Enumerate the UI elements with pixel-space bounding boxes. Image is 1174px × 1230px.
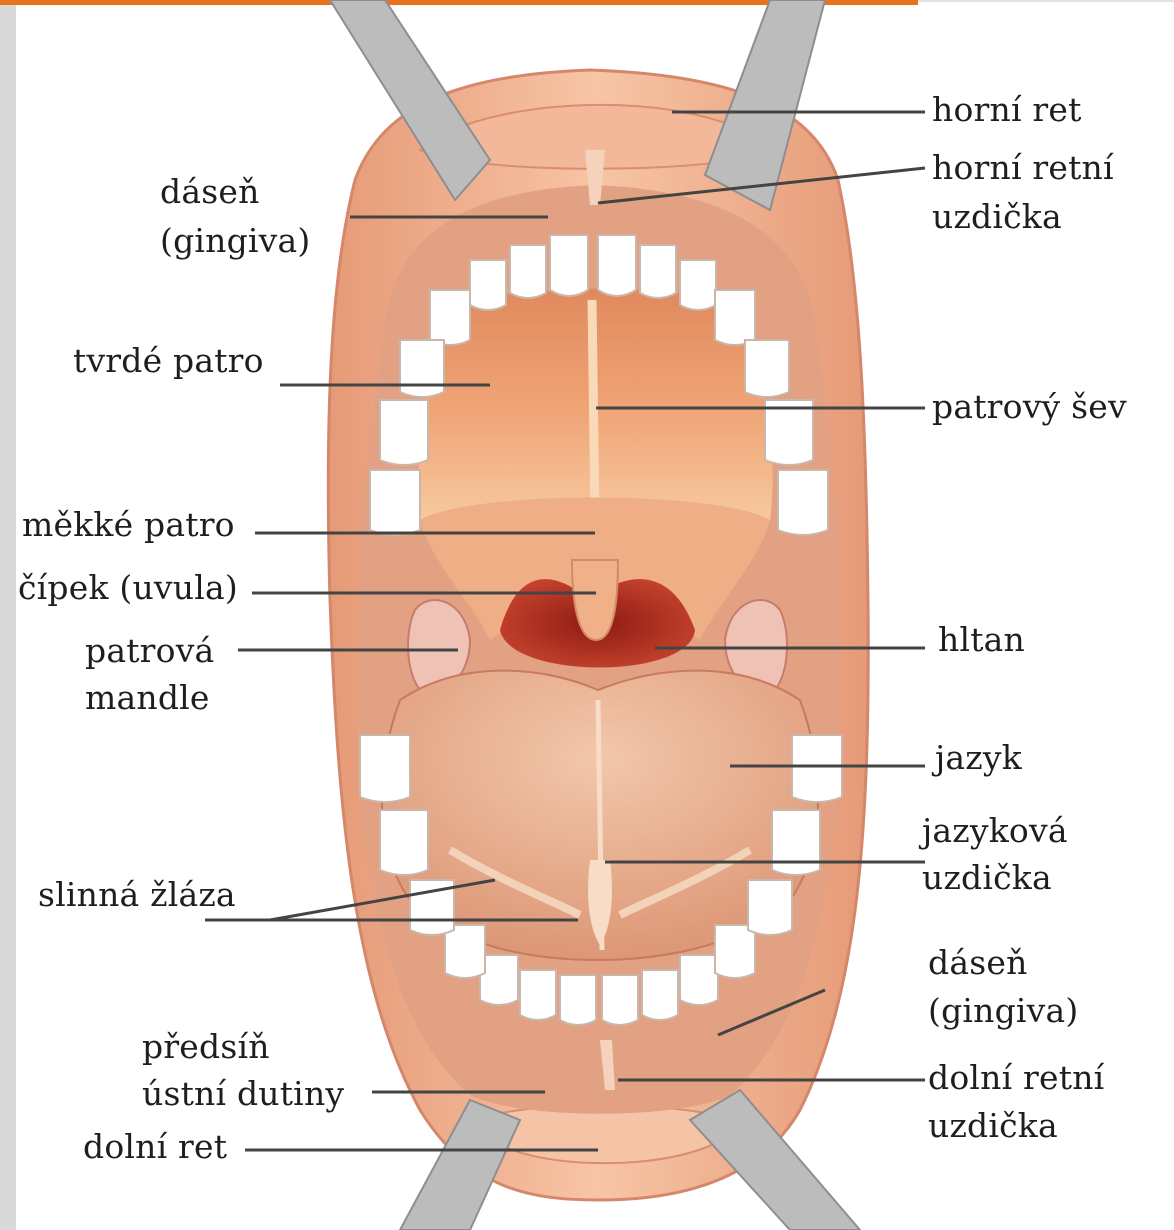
label-gum-top-line2: (gingiva) — [160, 219, 310, 263]
label-palatal-raphe: patrový šev — [932, 385, 1127, 429]
label-lower-lip: dolní ret — [83, 1125, 227, 1169]
label-tonsil-line2: mandle — [85, 676, 210, 720]
label-tonsil-line1: patrová — [85, 629, 214, 673]
label-tongue: jazyk — [935, 736, 1022, 780]
label-lower-frenulum-line2: uzdička — [928, 1104, 1058, 1148]
label-gum-bottom-line2: (gingiva) — [928, 989, 1078, 1033]
label-salivary-gland: slinná žláza — [38, 873, 236, 917]
label-pharynx: hltan — [938, 618, 1025, 662]
label-hard-palate: tvrdé patro — [73, 339, 264, 383]
label-upper-frenulum-line1: horní retní — [932, 146, 1114, 190]
label-upper-frenulum-line2: uzdička — [932, 195, 1062, 239]
label-tongue-frenulum-line2: uzdička — [922, 856, 1052, 900]
label-tongue-frenulum-line1: jazyková — [922, 809, 1068, 853]
label-soft-palate: měkké patro — [22, 503, 235, 547]
label-vestibule-line1: předsíň — [142, 1025, 270, 1069]
label-upper-lip: horní ret — [932, 88, 1082, 132]
label-gum-bottom-line1: dáseň — [928, 941, 1028, 985]
label-lower-frenulum-line1: dolní retní — [928, 1056, 1104, 1100]
label-uvula: čípek (uvula) — [18, 566, 238, 610]
label-gum-top-line1: dáseň — [160, 170, 260, 214]
label-vestibule-line2: ústní dutiny — [142, 1072, 344, 1116]
